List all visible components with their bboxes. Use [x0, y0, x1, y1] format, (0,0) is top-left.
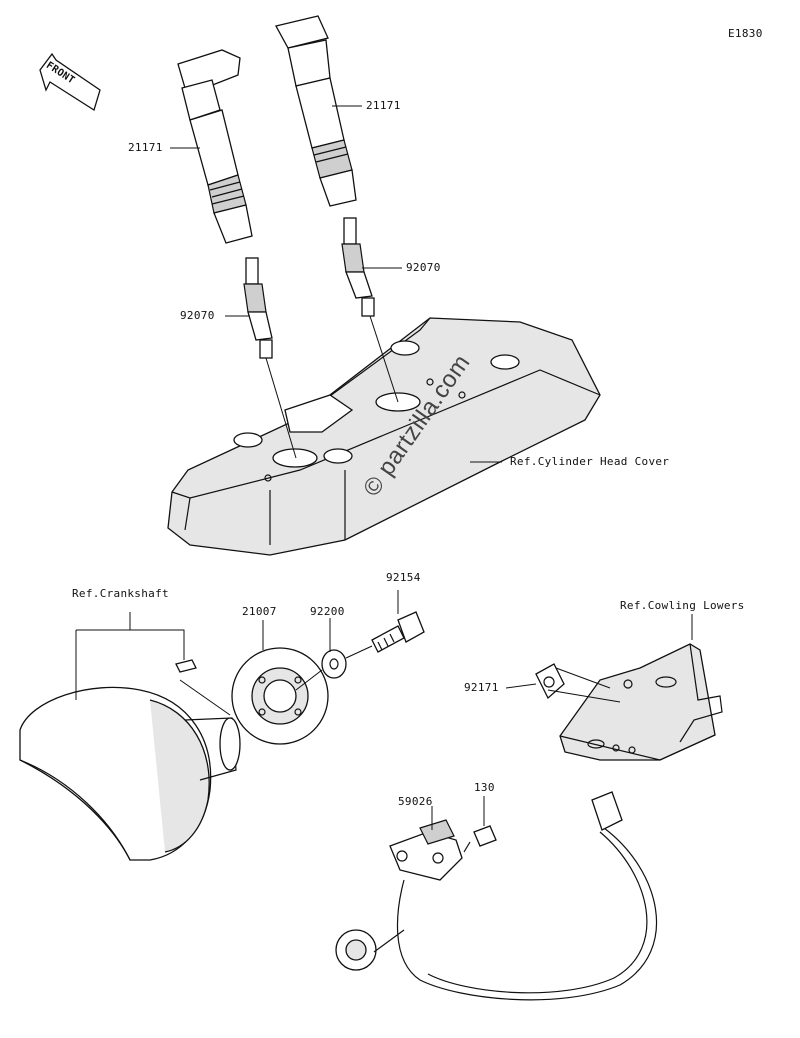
- label-sensor-bolt: 130: [474, 781, 495, 794]
- ignition-coil-left: [177, 49, 253, 244]
- cowling-bracket: [559, 643, 723, 761]
- label-rotor: 21007: [242, 605, 277, 618]
- diagram-code: E1830: [728, 27, 763, 40]
- label-ref-head-cover: Ref.Cylinder Head Cover: [510, 455, 670, 468]
- crankshaft-flywheel: [19, 686, 241, 861]
- label-clamp: 92171: [464, 681, 499, 694]
- wire-clamp: [535, 663, 565, 700]
- washer: [321, 649, 347, 679]
- front-arrow-icon: [39, 52, 101, 112]
- rotor-bolt: [371, 611, 425, 653]
- label-plug-right: 92070: [406, 261, 441, 274]
- cylinder-head-cover: [167, 317, 601, 556]
- spark-plug-left: [243, 257, 273, 359]
- label-coil-right: 21171: [366, 99, 401, 112]
- wire-harness: [335, 791, 658, 1001]
- label-coil-left: 21171: [128, 141, 163, 154]
- woodruff-key: [175, 659, 197, 673]
- label-bolt: 92154: [386, 571, 421, 584]
- spark-plug-right: [341, 217, 375, 317]
- sensor-bolt: [463, 825, 497, 853]
- label-ref-cowling: Ref.Cowling Lowers: [620, 599, 745, 612]
- crankshaft-sensor: [389, 819, 463, 881]
- label-ref-crankshaft: Ref.Crankshaft: [72, 587, 169, 600]
- timing-rotor: [231, 647, 329, 745]
- label-plug-left: 92070: [180, 309, 215, 322]
- label-sensor: 59026: [398, 795, 433, 808]
- ignition-coil-right: [275, 15, 357, 207]
- label-washer: 92200: [310, 605, 345, 618]
